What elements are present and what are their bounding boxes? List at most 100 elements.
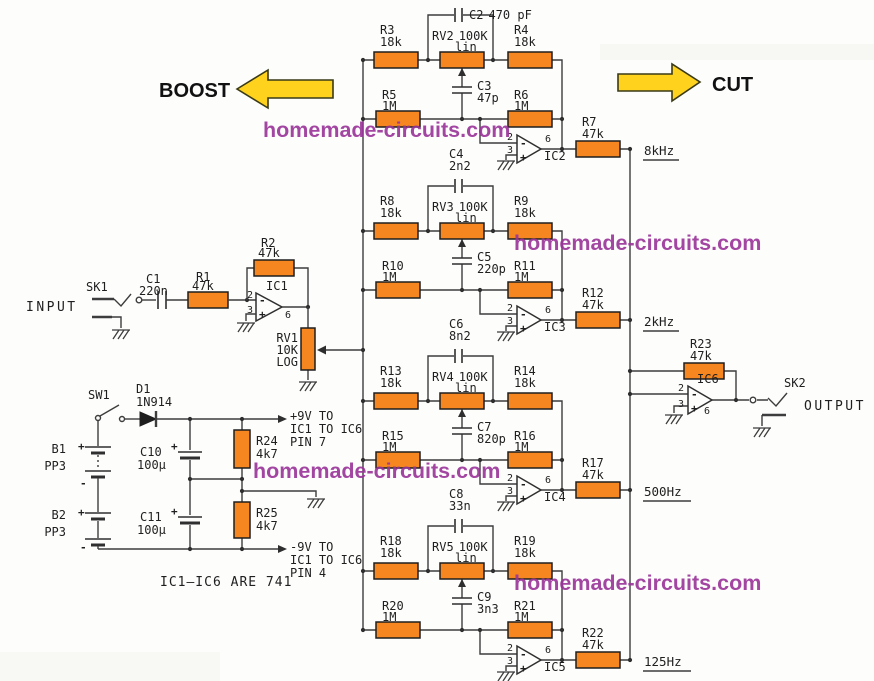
r-mid-left	[375, 621, 421, 639]
d1-diode-icon: D1 1N914	[136, 382, 172, 427]
opamp-pin2: 2	[507, 473, 513, 484]
pot-wiper-icon	[458, 239, 466, 247]
r-top-right	[507, 562, 553, 580]
power-supply: SW1 D1 1N914 + - B1 PP3	[44, 382, 362, 590]
d1-ref: D1	[136, 382, 150, 396]
pot	[439, 222, 485, 240]
minus-rail-line1: -9V TO	[290, 540, 333, 554]
r-top-left	[373, 562, 419, 580]
bridge-cap-value: 8n2	[449, 329, 471, 343]
c10-plus-sign: +	[171, 440, 178, 453]
r-top-left-ref: R13	[380, 364, 402, 378]
plus-rail-text: +9V TO IC1 TO IC6 PIN 7	[290, 409, 362, 449]
b2-type: PP3	[44, 525, 66, 539]
watermark: homemade-circuits.com	[514, 231, 761, 255]
wires	[630, 370, 768, 413]
r-top-left	[373, 51, 419, 69]
r2-ref: R2	[261, 236, 275, 250]
ic1-minus: -	[259, 294, 266, 307]
bridge-cap-ref: C6	[449, 317, 463, 331]
opamp-pin2: 2	[507, 132, 513, 143]
bridge-cap-value: 33n	[449, 499, 471, 513]
ic1-plus: +	[259, 308, 266, 321]
opamp-pin6: 6	[545, 134, 551, 145]
r-top-left	[373, 392, 419, 410]
opamp-pin6: 6	[545, 645, 551, 656]
ic1-opamp: 2 3 - + IC1 6	[236, 279, 311, 333]
r-mid-right-value: 1M	[514, 610, 528, 624]
opamp-icon	[516, 474, 543, 506]
watermark: homemade-circuits.com	[514, 571, 761, 595]
bridge-cap-icon	[454, 179, 463, 193]
ic1-pin2: 2	[247, 290, 253, 301]
r-mid-right-ref: R6	[514, 88, 528, 102]
opamp-minus: -	[520, 137, 527, 150]
ic6-pin2: 2	[678, 383, 684, 394]
c1-capacitor: C1 220n	[139, 272, 188, 309]
r-top-right	[507, 392, 553, 410]
ic6-plus: +	[691, 402, 698, 415]
mid-cap-icon	[452, 597, 472, 605]
b2-minus-sign: -	[80, 541, 87, 554]
r-mid-left	[375, 281, 421, 299]
r23-value: 47k	[690, 349, 712, 363]
r-top-right-value: 18k	[514, 546, 536, 560]
b1-type: PP3	[44, 459, 66, 473]
output-stage: R23 47k 2 3 - + IC6 6 SK2 OUTPUT	[627, 337, 863, 438]
r-mid-right	[507, 621, 553, 639]
ic1-label: IC1	[266, 279, 288, 293]
r-mid-right-ref: R11	[514, 259, 536, 273]
opamp-pin6: 6	[545, 305, 551, 316]
mid-cap-value: 820p	[477, 432, 506, 446]
boost-arrow-icon	[235, 68, 334, 110]
mid-cap-ref: C3	[477, 79, 491, 93]
r-out-ref: R12	[582, 286, 604, 300]
rv1-value: 10K	[276, 343, 298, 357]
opamp-ref: IC2	[544, 149, 566, 163]
r-top-left-ref: R18	[380, 534, 402, 548]
scan-artifact	[600, 44, 874, 60]
r-out-ref: R17	[582, 456, 604, 470]
watermark: homemade-circuits.com	[253, 459, 500, 483]
r-top-right-value: 18k	[514, 35, 536, 49]
cut-arrow-icon	[617, 62, 702, 103]
r2-feedback: R2 47k	[246, 236, 309, 307]
opamp-plus: +	[520, 151, 527, 164]
r-top-left-ref: R8	[380, 194, 394, 208]
ic6-label: IC6	[697, 372, 719, 386]
opamp-ref: IC3	[544, 320, 566, 334]
r25-ref: R25	[256, 506, 278, 520]
bridge-cap-ref: C4	[449, 147, 463, 161]
rv1-ref: RV1	[276, 331, 298, 345]
junction-dots	[360, 228, 633, 323]
c11-ref: C11	[140, 510, 162, 524]
c10-ref: C10	[140, 445, 162, 459]
c11-plus-sign: +	[171, 505, 178, 518]
b1-plus-sign: +	[78, 440, 85, 453]
r-top-right-ref: R4	[514, 23, 528, 37]
bridge-cap-icon	[454, 349, 463, 363]
ic6-minus: -	[691, 388, 698, 401]
r-mid-right-value: 1M	[514, 99, 528, 113]
opamp-minus: -	[520, 308, 527, 321]
ic6-pin6: 6	[704, 406, 710, 417]
mid-cap-icon	[452, 86, 472, 94]
r-mid-right	[507, 451, 553, 469]
input-stage: INPUT SK1 C1 220n R1 47k R2 47k	[26, 236, 366, 392]
minus-rail-line3: PIN 4	[290, 566, 326, 580]
ic6-opamp-icon	[687, 384, 714, 416]
r-top-right-ref: R19	[514, 534, 536, 548]
sw1-switch-icon	[94, 404, 126, 423]
opamp-plus: +	[520, 662, 527, 675]
r-top-left-value: 18k	[380, 206, 402, 220]
boost-label: BOOST	[159, 80, 230, 102]
r-mid-left-ref: R10	[382, 259, 404, 273]
watermarks: homemade-circuits.com homemade-circuits.…	[253, 118, 761, 595]
r-mid-left	[375, 110, 421, 128]
r-top-right-ref: R14	[514, 364, 536, 378]
r-mid-left-ref: R20	[382, 599, 404, 613]
